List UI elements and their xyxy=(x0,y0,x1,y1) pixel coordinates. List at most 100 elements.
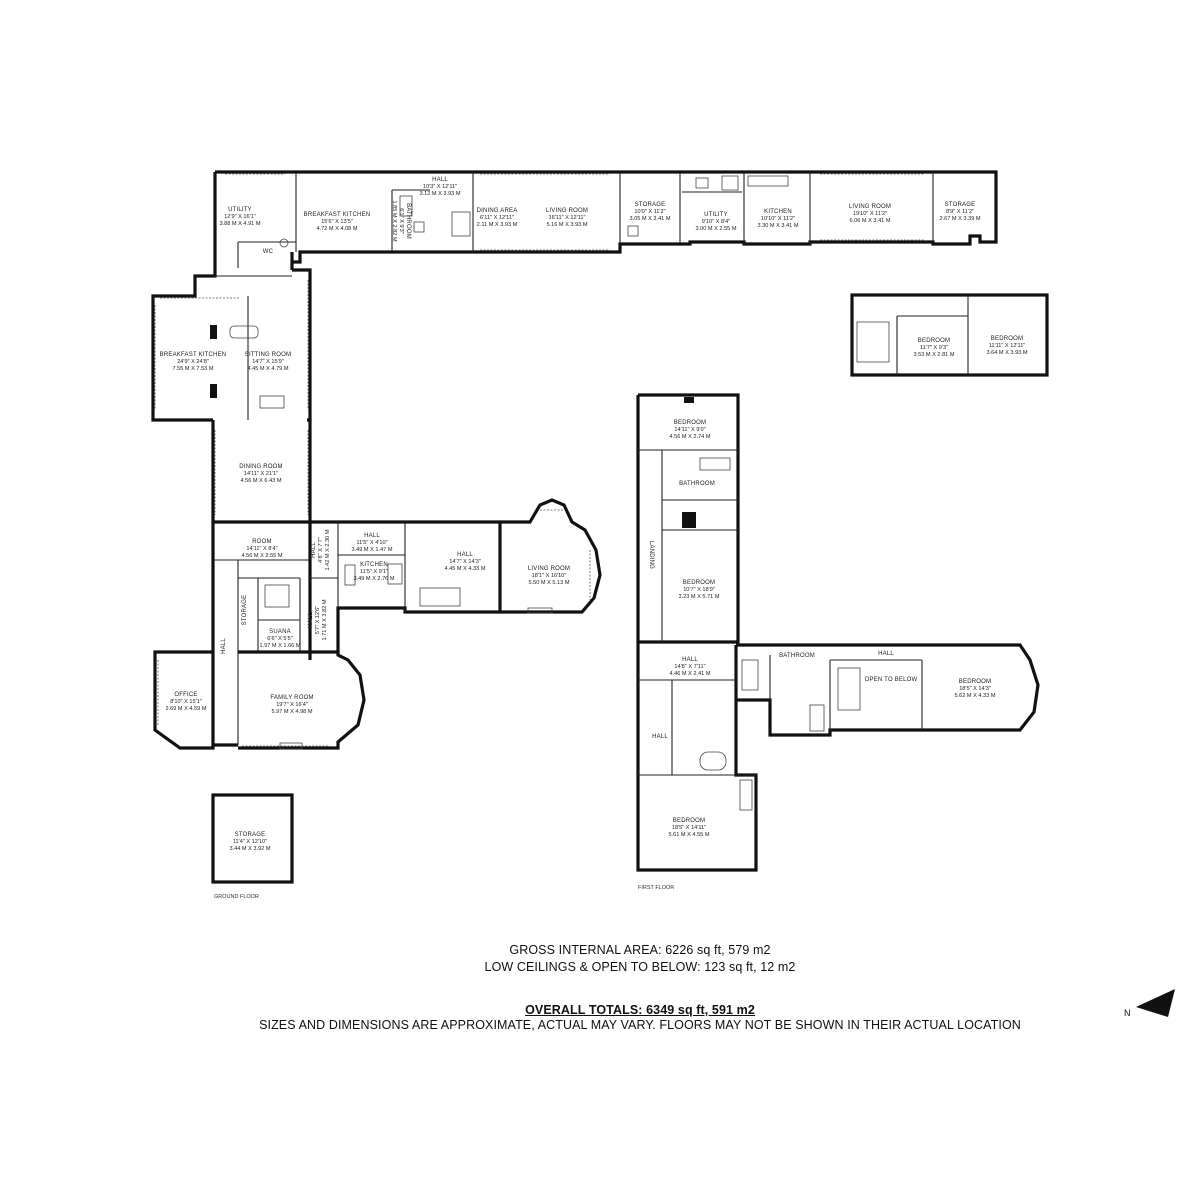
room-imperial: 4'8" X 7'7" xyxy=(318,537,324,562)
room-name: DINING AREA xyxy=(477,208,518,214)
room-imperial: 6'1" X 9'3" xyxy=(398,208,404,233)
room-label-breakfast-kitchen-a: BREAKFAST KITCHEN 15'6" X 13'5" 4.72 M X… xyxy=(304,212,370,232)
room-metric: 1.97 M X 1.66 M xyxy=(259,643,300,649)
gross-internal-area: GROSS INTERNAL AREA: 6226 sq ft, 579 m2 xyxy=(509,943,771,957)
room-imperial: 8'9" X 11'2" xyxy=(946,209,974,215)
room-imperial: 9'10" X 8'4" xyxy=(702,219,731,225)
room-name: UTILITY xyxy=(704,212,728,218)
room-label-suana: SUANA 6'6" X 5'5" 1.97 M X 1.66 M xyxy=(259,629,300,649)
room-label-living-room-a: LIVING ROOM 16'11" X 12'11" 5.16 M X 3.9… xyxy=(546,208,588,228)
room-imperial: 15'6" X 13'5" xyxy=(321,219,353,225)
room-imperial: 5'7" X 12'6" xyxy=(315,606,321,635)
room-imperial: 11'7" X 9'3" xyxy=(920,345,948,351)
room-name: SUANA xyxy=(269,629,291,635)
room-metric: 1.71 M X 3.82 M xyxy=(322,599,328,640)
room-name: LIVING ROOM xyxy=(849,204,891,210)
compass-label: N xyxy=(1124,1008,1131,1018)
room-metric: 3.64 M X 3.93 M xyxy=(986,350,1027,356)
room-name: HALL xyxy=(682,657,698,663)
room-name: BEDROOM xyxy=(673,818,705,824)
room-imperial: 14'7" X 15'9" xyxy=(252,359,284,365)
room-imperial: 11'5" X 9'1" xyxy=(360,569,388,575)
room-label-utility-a: UTILITY 12'9" X 16'1" 3.88 M X 4.91 M xyxy=(219,207,260,227)
room-name: FAMILY ROOM xyxy=(270,695,313,701)
room-label-kitchen-a: KITCHEN 10'10" X 11'2" 3.30 M X 3.41 M xyxy=(757,209,798,229)
room-name-hall-ff-c: HALL xyxy=(652,734,668,740)
room-metric: 3.05 M X 3.41 M xyxy=(629,216,670,222)
room-label-bedroom-6: BEDROOM 18'5" X 14'11" 5.61 M X 4.55 M xyxy=(668,818,709,838)
room-metric: 4.56 M X 2.55 M xyxy=(241,553,282,559)
room-name-hall-ff-b: HALL xyxy=(878,651,894,657)
room-metric: 3.30 M X 3.41 M xyxy=(757,223,798,229)
room-imperial: 6'11" X 12'11" xyxy=(480,215,514,221)
room-name-bathroom-b: BATHROOM xyxy=(679,481,715,487)
room-metric: 3.44 M X 3.92 M xyxy=(229,846,270,852)
disclaimer: SIZES AND DIMENSIONS ARE APPROXIMATE, AC… xyxy=(259,1018,1021,1032)
room-metric: 4.46 M X 2.41 M xyxy=(669,671,710,677)
room-metric: 3.00 M X 2.55 M xyxy=(695,226,736,232)
room-label-sitting-room: SITTING ROOM 14'7" X 15'9" 4.45 M X 4.79… xyxy=(245,352,291,372)
room-metric: 4.56 M X 6.43 M xyxy=(240,478,281,484)
room-metric: 7.55 M X 7.53 M xyxy=(172,366,213,372)
low-ceilings-area: LOW CEILINGS & OPEN TO BELOW: 123 sq ft,… xyxy=(484,960,796,974)
room-imperial: 10'7" X 18'9" xyxy=(683,587,715,593)
room-name: DINING ROOM xyxy=(239,464,283,470)
room-label-room: ROOM 14'11" X 8'4" 4.56 M X 2.55 M xyxy=(241,539,282,559)
room-imperial: 10'3" X 12'11" xyxy=(423,184,457,190)
room-metric: 3.49 M X 1.47 M xyxy=(351,547,392,553)
overall-totals-text: OVERALL TOTALS: 6349 sq ft, 591 m2 xyxy=(525,1003,755,1017)
room-label-storage-b: STORAGE 8'9" X 11'2" 2.67 M X 3.39 M xyxy=(939,202,980,222)
room-label-office: OFFICE 8'10" X 15'1" 2.69 M X 4.59 M xyxy=(165,692,206,712)
room-name: OFFICE xyxy=(174,692,197,698)
room-metric: 3.23 M X 5.71 M xyxy=(678,594,719,600)
room-metric: 3.12 M X 3.93 M xyxy=(419,191,460,197)
room-name: BEDROOM xyxy=(683,580,715,586)
room-imperial: 11'5" X 4'10" xyxy=(356,540,387,546)
room-name: BEDROOM xyxy=(918,338,950,344)
room-label-utility-b: UTILITY 9'10" X 8'4" 3.00 M X 2.55 M xyxy=(695,212,736,232)
room-label-bedroom-4: BEDROOM 10'7" X 18'9" 3.23 M X 5.71 M xyxy=(678,580,719,600)
room-name: HALL xyxy=(308,612,314,628)
room-name: BEDROOM xyxy=(959,679,991,685)
room-metric: 2.11 M X 3.93 M xyxy=(477,222,518,228)
room-name: STORAGE xyxy=(945,202,976,208)
room-labels: UTILITY 12'9" X 16'1" 3.88 M X 4.91 M WC… xyxy=(160,177,1028,852)
room-metric: 2.69 M X 4.59 M xyxy=(165,706,206,712)
room-label-breakfast-kitchen-b: BREAKFAST KITCHEN 24'9" X 24'8" 7.55 M X… xyxy=(160,352,227,372)
room-metric: 6.06 M X 3.41 M xyxy=(849,218,890,224)
room-metric: 5.62 M X 4.33 M xyxy=(954,693,995,699)
room-metric: 3.53 M X 2.81 M xyxy=(913,352,954,358)
room-metric: 2.67 M X 3.39 M xyxy=(939,216,980,222)
floor-label-ground: GROUND FLOOR xyxy=(214,894,259,900)
ground-floor xyxy=(151,170,998,884)
room-label-hall-ff: HALL 14'8" X 7'11" 4.46 M X 2.41 M xyxy=(669,657,710,677)
room-imperial: 19'7" X 16'4" xyxy=(276,702,308,708)
room-metric: 3.88 M X 4.91 M xyxy=(219,221,260,227)
room-name: ROOM xyxy=(252,539,271,545)
room-name: STORAGE xyxy=(235,832,266,838)
room-imperial: 11'11" X 12'11" xyxy=(989,343,1026,349)
room-imperial: 16'11" X 12'11" xyxy=(548,215,585,221)
room-label-dining-room: DINING ROOM 14'11" X 21'1" 4.56 M X 6.43… xyxy=(239,464,283,484)
room-imperial: 18'1" X 16'10" xyxy=(532,573,567,579)
room-imperial: 18'5" X 14'11" xyxy=(672,825,706,831)
room-label-hall-top: HALL 10'3" X 12'11" 3.12 M X 3.93 M xyxy=(419,177,460,197)
room-name: BREAKFAST KITCHEN xyxy=(160,352,227,358)
room-name-open-to-below: OPEN TO BELOW xyxy=(865,677,918,683)
room-name: HALL xyxy=(364,533,380,539)
room-name-hall-side: HALL xyxy=(221,638,227,654)
room-label-storage-a: STORAGE 10'0" X 11'2" 3.05 M X 3.41 M xyxy=(629,202,670,222)
room-imperial: 11'4" X 12'10" xyxy=(233,839,267,845)
room-label-hall-small-b: HALL 11'5" X 4'10" 3.49 M X 1.47 M xyxy=(351,533,392,553)
room-metric: 4.45 M X 4.33 M xyxy=(444,566,485,572)
room-imperial: 14'11" X 8'4" xyxy=(246,546,277,552)
room-metric: 5.50 M X 5.13 M xyxy=(528,580,569,586)
first-floor xyxy=(636,293,1049,872)
compass: N xyxy=(1118,985,1178,1025)
room-imperial: 18'5" X 14'3" xyxy=(959,686,991,692)
room-imperial: 12'9" X 16'1" xyxy=(224,214,256,220)
room-label-family-room: FAMILY ROOM 19'7" X 16'4" 5.97 M X 4.98 … xyxy=(270,695,313,715)
room-imperial: 24'9" X 24'8" xyxy=(177,359,209,365)
room-imperial: 14'11" X 21'1" xyxy=(244,471,278,477)
